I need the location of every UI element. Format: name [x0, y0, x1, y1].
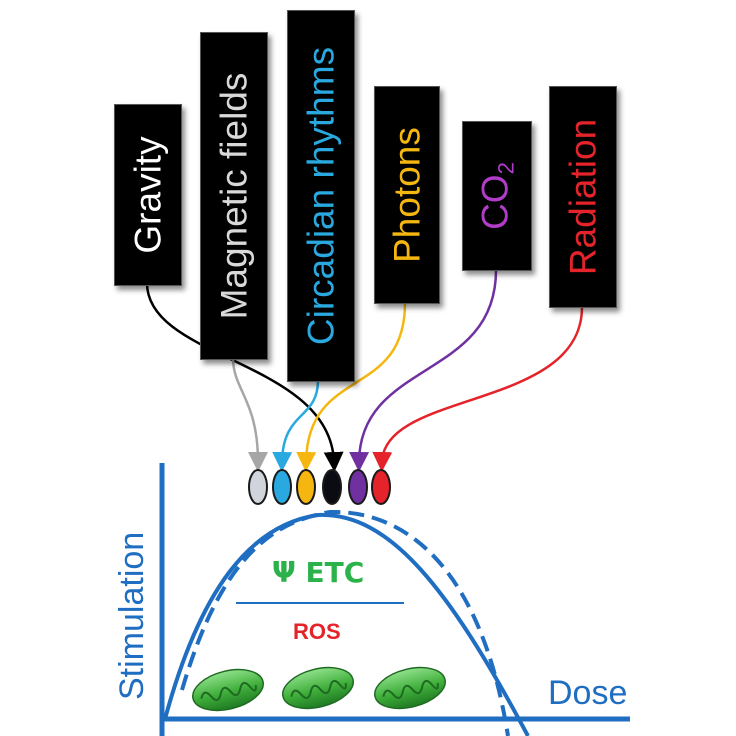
factor-label: Magnetic fields	[213, 72, 255, 320]
factor-photons: Photons	[374, 86, 440, 304]
factor-label: Circadian rhythms	[300, 46, 342, 346]
radiation-receptor	[371, 469, 391, 505]
photons-receptor	[296, 469, 316, 505]
gravity-connector	[145, 282, 344, 472]
factor-label: CO2	[474, 162, 519, 230]
photons-connector	[296, 302, 407, 472]
co2-receptor	[348, 469, 368, 505]
ros-label: ROS	[293, 619, 341, 644]
factor-magnetic-fields: Magnetic fields	[200, 32, 268, 360]
co2-subscript: 2	[493, 162, 519, 175]
radiation-connector	[372, 306, 584, 472]
x-axis-label: Dose	[548, 674, 628, 712]
factor-label: Photons	[386, 127, 428, 263]
co2-text: CO	[474, 174, 516, 230]
factor-radiation: Radiation	[549, 86, 617, 308]
receptor-row	[248, 469, 391, 505]
dose-response-curve-dashed	[180, 509, 510, 736]
mitochondrion	[374, 666, 446, 710]
magnetic-fields-connector	[231, 357, 268, 472]
mitochondrion	[282, 666, 354, 710]
magnetic-fields-receptor	[248, 469, 268, 505]
factor-label: Radiation	[562, 118, 604, 276]
circadian-rhythms-connector	[272, 379, 320, 472]
factor-label: Gravity	[127, 136, 169, 254]
dose-response-curve-solid	[163, 512, 530, 736]
etc-label: Ψ ETC	[272, 556, 365, 589]
circadian-rhythms-receptor	[272, 469, 292, 505]
y-axis-label: Stimulation	[113, 531, 151, 700]
co2-connector	[349, 269, 498, 472]
factor-gravity: Gravity	[114, 104, 182, 286]
gravity-receptor	[322, 469, 342, 505]
factor-circadian-rhythms: Circadian rhythms	[287, 10, 355, 382]
factor-co2: CO2	[462, 121, 532, 271]
mitochondrion	[192, 668, 264, 712]
